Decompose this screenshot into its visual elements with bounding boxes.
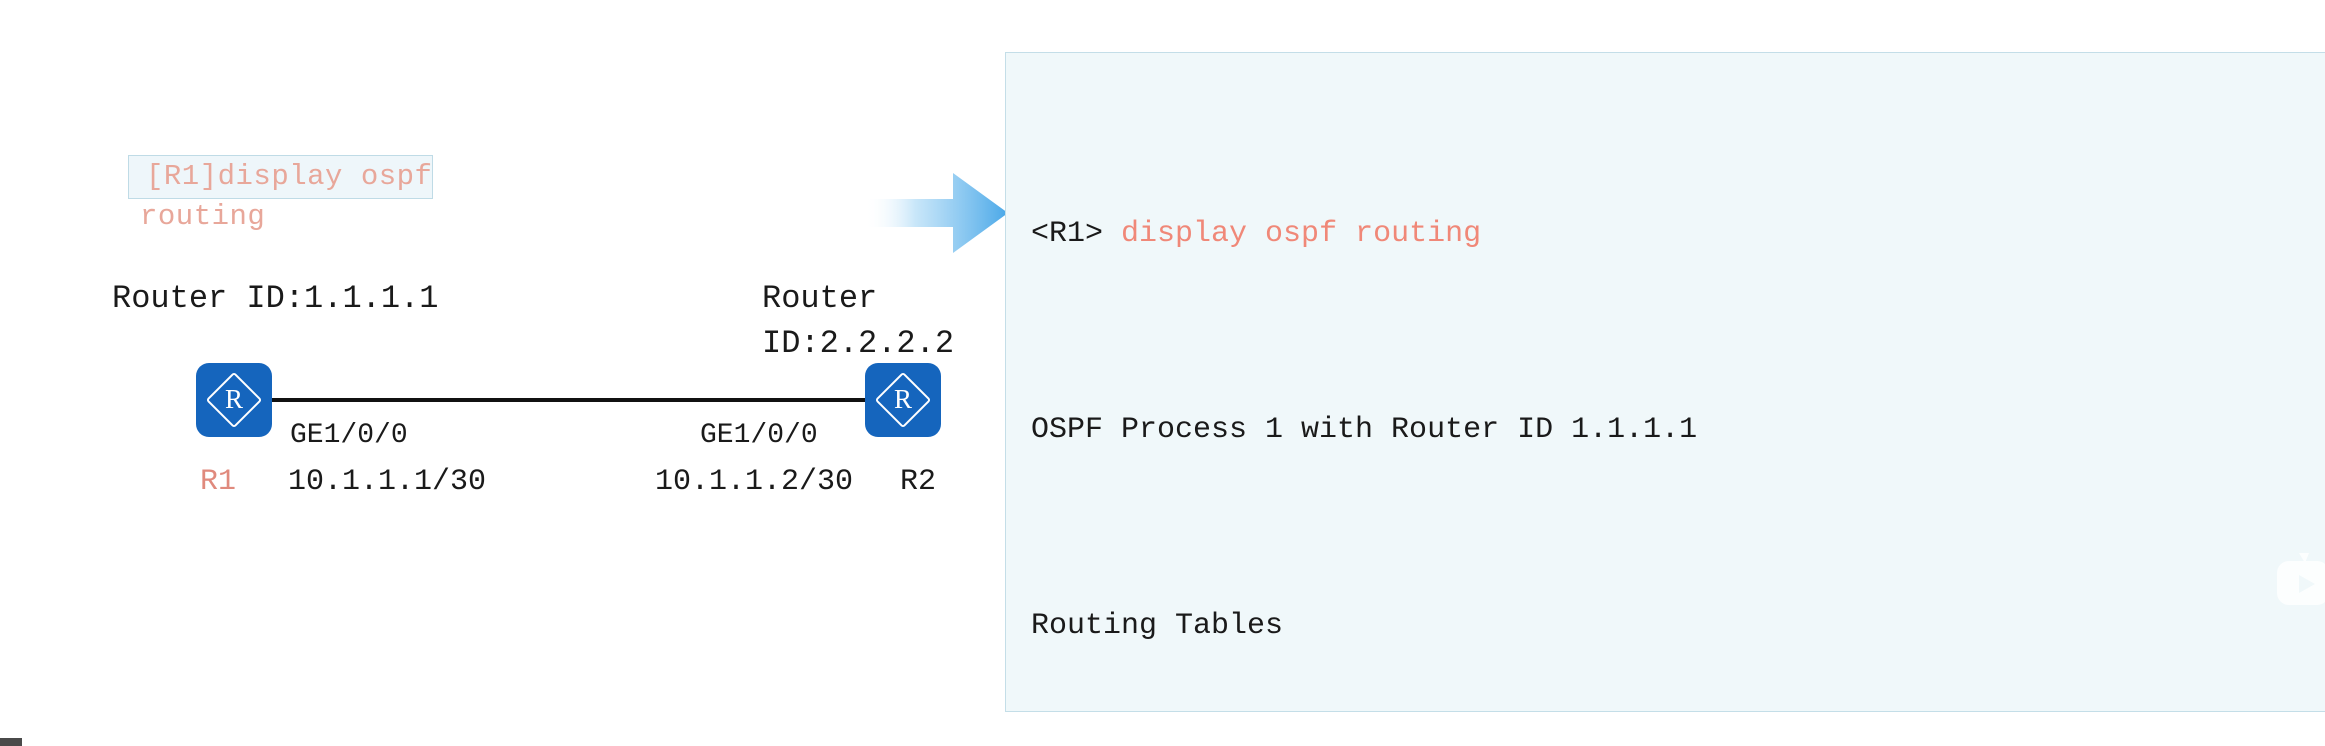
right-interface-ip: 10.1.1.2/30 [655, 465, 854, 499]
right-router-id-label-line2: ID:2.2.2.2 [762, 325, 955, 362]
left-interface-name: GE1/0/0 [290, 420, 408, 451]
router-icon-r1: R [196, 363, 272, 437]
corner-artifact-bar [0, 738, 22, 746]
right-router-name-label: R2 [900, 465, 937, 499]
cli-process-line: OSPF Process 1 with Router ID 1.1.1.1 [1031, 413, 1698, 447]
cli-routing-tables-line: Routing Tables [1031, 609, 1284, 643]
left-router-name-label: R1 [200, 465, 237, 499]
command-callout-line2: routing [140, 200, 266, 233]
cli-prompt: <R1> [1031, 217, 1104, 251]
cli-prompt-line: <R1> display ospf routing [1031, 210, 2325, 259]
flow-arrow-icon [865, 173, 1008, 253]
command-callout-line1: [R1]display ospf [146, 160, 433, 193]
cli-command: display ospf routing [1121, 217, 1482, 251]
router-icon-r2: R [865, 363, 941, 437]
right-router-id-label-line1: Router [762, 280, 878, 317]
command-callout-box [128, 155, 433, 199]
router-link-line [268, 398, 868, 402]
cli-output-panel: <R1> display ospf routing OSPF Process 1… [1005, 52, 2325, 712]
left-interface-ip: 10.1.1.1/30 [288, 465, 487, 499]
network-topology-diagram: [R1]display ospf routing Router ID:1.1.1… [0, 0, 1008, 746]
router-icon-glyph: R [224, 383, 243, 414]
left-router-id-label: Router ID:1.1.1.1 [112, 280, 439, 317]
router-icon-glyph: R [893, 383, 912, 414]
watermark-icon [2277, 553, 2325, 605]
cli-output-text: <R1> display ospf routing OSPF Process 1… [1031, 63, 2325, 711]
right-interface-name: GE1/0/0 [700, 420, 818, 451]
